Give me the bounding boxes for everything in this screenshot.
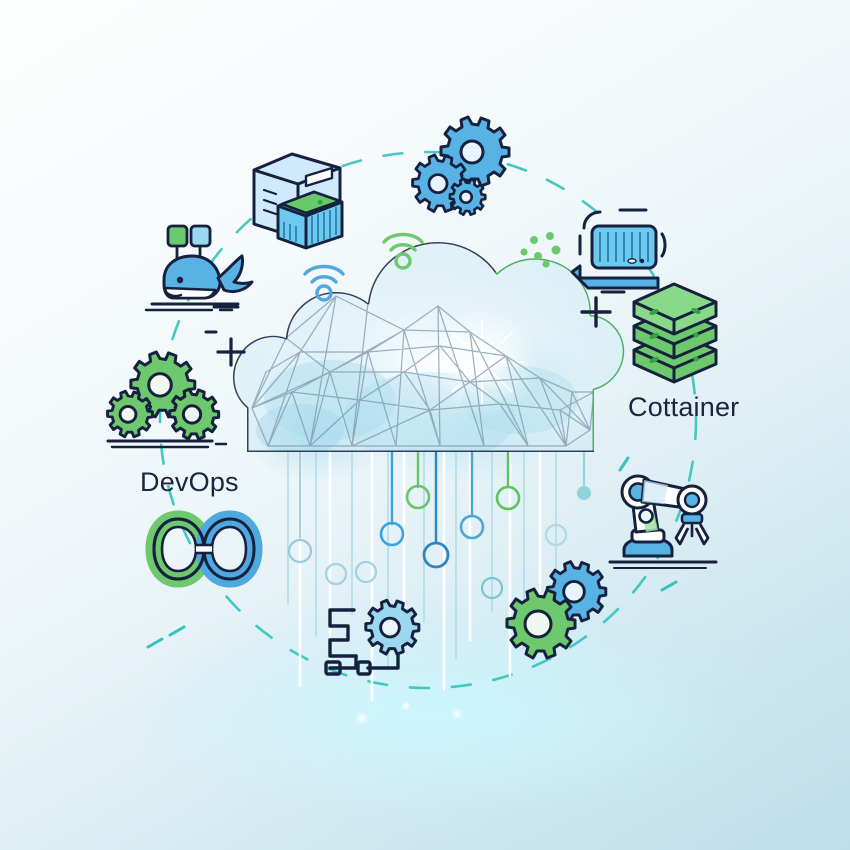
pipeline-gear-icon[interactable] (324, 598, 421, 676)
label-devops: DevOps (140, 467, 239, 497)
dashed-orbit-circle (158, 150, 698, 690)
docker-whale-icon[interactable] (144, 224, 254, 312)
wifi-blue-icon (303, 264, 345, 302)
wifi-green-icon (382, 232, 424, 270)
plus-marker-dark (580, 296, 612, 328)
gears-pair-icon[interactable] (505, 560, 608, 660)
server-box-icon[interactable] (252, 152, 344, 250)
gears-blue-icon[interactable] (411, 115, 511, 217)
devops-infinity-icon[interactable] (145, 510, 263, 588)
server-stack-icon[interactable] (632, 282, 718, 384)
dash-marker-dark (204, 305, 240, 334)
plus-marker-dark (216, 337, 246, 367)
laptop-icon[interactable] (570, 208, 667, 294)
gears-green-icon[interactable] (106, 350, 228, 449)
label-container: Cottainer (628, 392, 740, 422)
robotic-arm-icon[interactable] (608, 474, 718, 569)
cloud-outline (232, 242, 499, 452)
dot-cluster-green (520, 232, 561, 268)
dash-marker-teal (146, 456, 678, 649)
